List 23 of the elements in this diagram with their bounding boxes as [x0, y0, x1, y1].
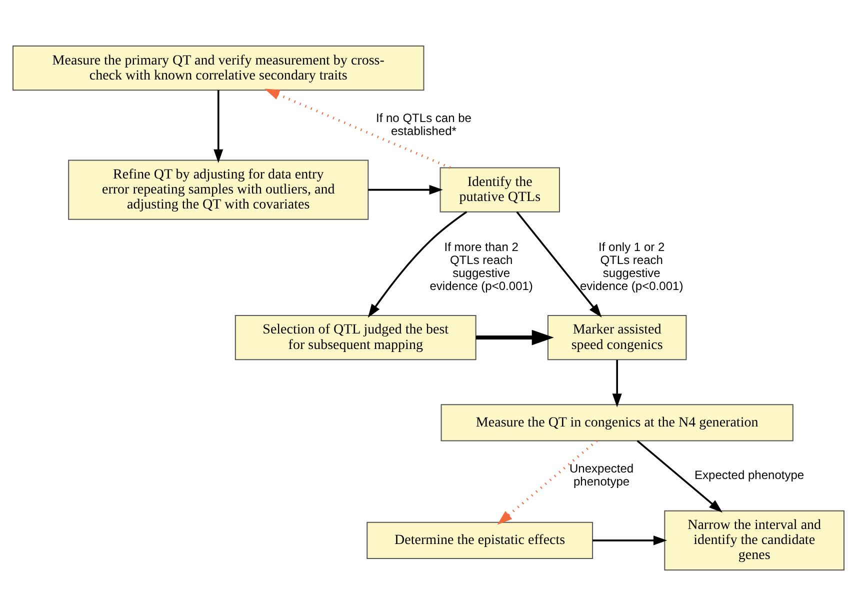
edge-label: If more than 2 QTLs reach suggestive evidence (p<0.001): [429, 240, 532, 294]
arrow: [592, 536, 667, 546]
node-box: Measure the QT in congenics at the N4 generation: [440, 404, 793, 442]
node-box: Narrow the interval and identify the candidate genes: [664, 510, 844, 570]
arrow: [213, 90, 223, 163]
arrow: [264, 88, 450, 169]
arrow: [516, 211, 602, 318]
arrow: [636, 440, 722, 513]
edge-label: Unexpected phenotype: [568, 461, 634, 488]
node-box: Marker assisted speed congenics: [546, 315, 686, 360]
edge-label: If no QTLs can be established*: [375, 110, 471, 138]
arrow: [496, 440, 598, 525]
arrow: [475, 330, 554, 346]
node-box: Determine the epistatic effects: [366, 522, 593, 559]
arrow: [367, 211, 467, 318]
node-box: Measure the primary QT and verify measurement by cross-check with known correlative secondary traits: [12, 46, 424, 91]
node-box: Refine QT by adjusting for data entry error repeating samples with outliers, and adjusting the QT with covariates: [68, 160, 368, 220]
edge-label: If only 1 or 2 QTLs reach suggestive evidence (p<0.001): [580, 240, 683, 294]
node-box: Selection of QTL judged the best for subsequent mapping: [234, 315, 476, 360]
arrow: [612, 360, 622, 408]
node-box: Identify the putative QTLs: [439, 167, 560, 212]
arrow: [368, 185, 442, 195]
edge-label: Expected phenotype: [694, 468, 804, 482]
